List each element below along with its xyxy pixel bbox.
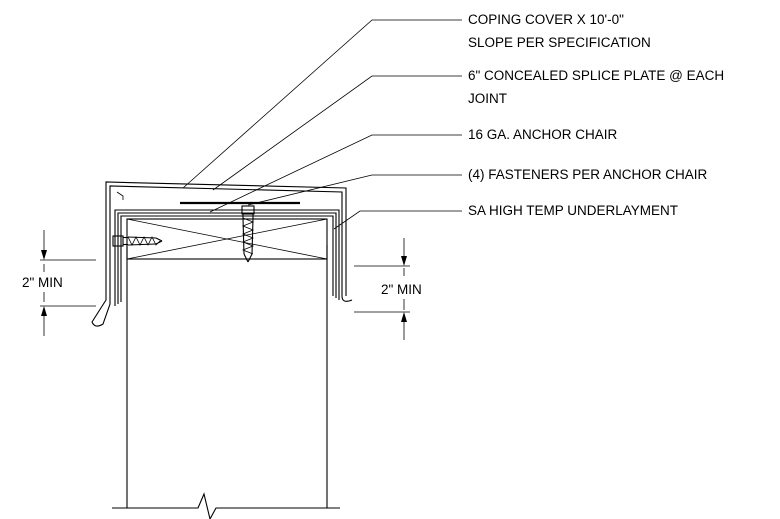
- right-dimension-label: 2" MIN: [381, 282, 422, 297]
- callout-labels: COPING COVER X 10'-0" SLOPE PER SPECIFIC…: [468, 12, 724, 218]
- underlayment: [120, 215, 334, 302]
- left-dimension: 2" MIN: [22, 230, 96, 336]
- anchor-chair: [114, 209, 340, 306]
- coping-cover: [91, 181, 353, 327]
- callout-coping-cover-line1: COPING COVER X 10'-0": [468, 12, 624, 27]
- wood-blocking: [126, 218, 328, 260]
- wall: [112, 245, 340, 519]
- callout-underlayment: SA HIGH TEMP UNDERLAYMENT: [468, 203, 678, 218]
- callout-splice-plate-line2: JOINT: [468, 91, 507, 106]
- callout-anchor-chair: 16 GA. ANCHOR CHAIR: [468, 127, 618, 142]
- callout-coping-cover-line2: SLOPE PER SPECIFICATION: [468, 35, 651, 50]
- right-dimension: 2" MIN: [354, 238, 422, 340]
- left-dimension-label: 2" MIN: [22, 275, 63, 290]
- callout-splice-plate-line1: 6" CONCEALED SPLICE PLATE @ EACH: [468, 68, 724, 83]
- leader-lines: [182, 19, 462, 230]
- horizontal-fastener: [112, 235, 163, 247]
- vertical-fastener: [241, 205, 255, 263]
- callout-fasteners: (4) FASTENERS PER ANCHOR CHAIR: [468, 167, 708, 182]
